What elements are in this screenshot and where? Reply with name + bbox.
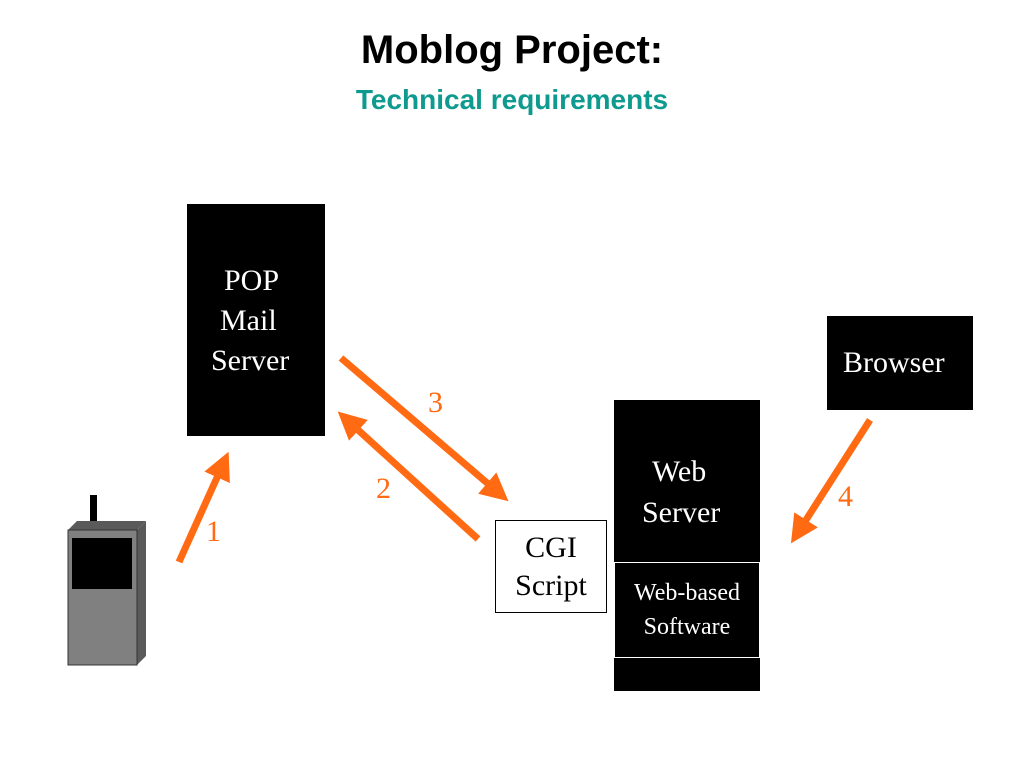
- web-software-line-1: Web-based: [633, 580, 741, 606]
- pop-server-line-1: POP: [224, 264, 280, 297]
- step-label-1: 1: [206, 515, 221, 548]
- cgi-script-line-1: CGI: [525, 531, 577, 564]
- web-based-software-box: Web-based Software: [614, 562, 760, 658]
- phone-top-face: [68, 521, 146, 530]
- step-label-4: 4: [838, 480, 853, 513]
- phone-side-face: [137, 521, 146, 665]
- step-label-2: 2: [376, 472, 391, 505]
- web-server-line-2: Server: [642, 496, 721, 529]
- arrow-3: [338, 355, 509, 502]
- phone-antenna: [90, 495, 97, 523]
- pop-server-line-2: Mail: [220, 304, 277, 337]
- step-label-3: 3: [428, 386, 443, 419]
- arrow-1: [175, 451, 230, 564]
- web-software-line-2: Software: [643, 614, 731, 640]
- arrow-4: [790, 418, 873, 544]
- mobile-phone-icon: [67, 495, 146, 666]
- pop-server-line-3: Server: [211, 344, 290, 377]
- cgi-script-line-2: Script: [515, 569, 587, 602]
- browser-label: Browser: [843, 346, 945, 379]
- web-server-line-1: Web: [652, 455, 707, 488]
- arrow-2: [337, 411, 481, 542]
- pop-mail-server-box: POP Mail Server: [187, 204, 325, 436]
- phone-screen: [72, 538, 132, 589]
- slide-subtitle: Technical requirements: [355, 84, 669, 115]
- browser-box: Browser: [827, 316, 973, 410]
- cgi-script-box: CGI Script: [495, 520, 607, 613]
- slide-title: Moblog Project:: [360, 28, 664, 72]
